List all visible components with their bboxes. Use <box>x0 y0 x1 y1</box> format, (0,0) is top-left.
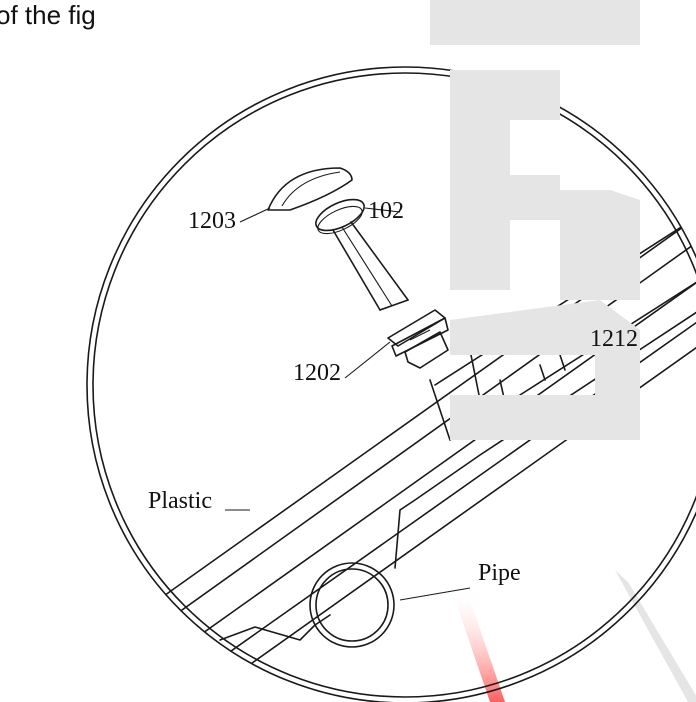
detail-circle-inner <box>92 72 696 698</box>
gray-ray-decoration <box>615 570 696 702</box>
label-102: 102 <box>368 198 404 224</box>
bolt-102 <box>315 198 409 311</box>
leader-lines <box>225 207 471 601</box>
clip-1202 <box>387 309 449 369</box>
label-1212: 1212 <box>590 326 638 352</box>
cap-1203 <box>267 167 353 211</box>
label-1202: 1202 <box>293 360 341 386</box>
label-plastic: Plastic <box>148 488 212 514</box>
label-pipe: Pipe <box>478 560 521 586</box>
detail-circle-outer <box>86 66 696 702</box>
label-1203: 1203 <box>188 208 236 234</box>
pipe-crosssection <box>309 562 395 648</box>
red-ray-decoration <box>450 585 505 702</box>
watermark <box>430 0 640 440</box>
header-text-fragment: of the fig <box>0 0 96 30</box>
